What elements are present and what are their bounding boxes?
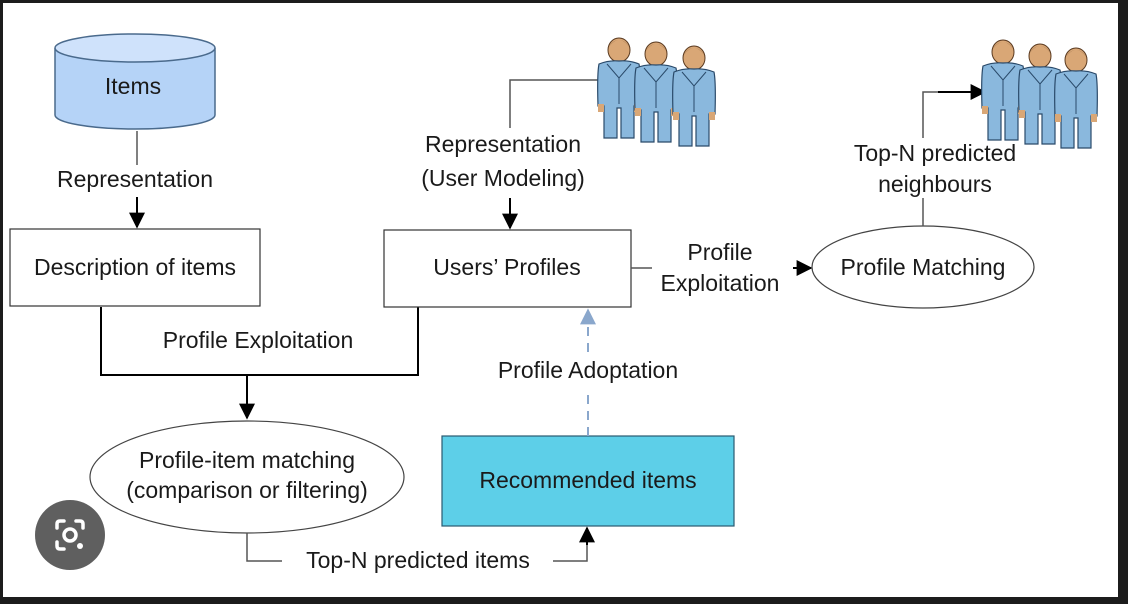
description-box-label: Description of items: [34, 254, 236, 280]
profile-adoptation-label: Profile Adoptation: [498, 357, 678, 383]
google-lens-button[interactable]: [35, 500, 105, 570]
user-repr-line1: Representation: [425, 131, 581, 157]
google-lens-icon: [55, 519, 85, 551]
connector-line: [246, 533, 282, 562]
users-profiles-box: [383, 229, 632, 308]
description-box: [9, 228, 261, 307]
connector-line: [553, 540, 588, 562]
users-profiles-label: Users’ Profiles: [433, 254, 580, 280]
connector-line: [922, 91, 940, 138]
items-database: Items: [54, 33, 216, 130]
recommended-box-label: Recommended items: [479, 467, 696, 493]
representation-label: Representation: [57, 166, 213, 192]
profile-matching-label: Profile Matching: [841, 254, 1006, 280]
exploit-right-line1: Profile: [687, 239, 752, 265]
profile-exploitation-bracket: [100, 307, 419, 376]
matching-line1: Profile-item matching: [139, 447, 355, 473]
items-db-label: Items: [105, 73, 161, 99]
recommended-items-box: [441, 435, 735, 527]
matching-line2: (comparison or filtering): [126, 477, 368, 503]
exploit-right-line2: Exploitation: [661, 270, 780, 296]
top-n-items-label: Top-N predicted items: [306, 547, 530, 573]
neighbours-line1: Top-N predicted: [854, 140, 1016, 166]
connector-line: [509, 79, 604, 128]
profile-exploitation-left-label: Profile Exploitation: [163, 327, 354, 353]
neighbours-line2: neighbours: [878, 171, 992, 197]
user-repr-line2: (User Modeling): [421, 165, 585, 191]
